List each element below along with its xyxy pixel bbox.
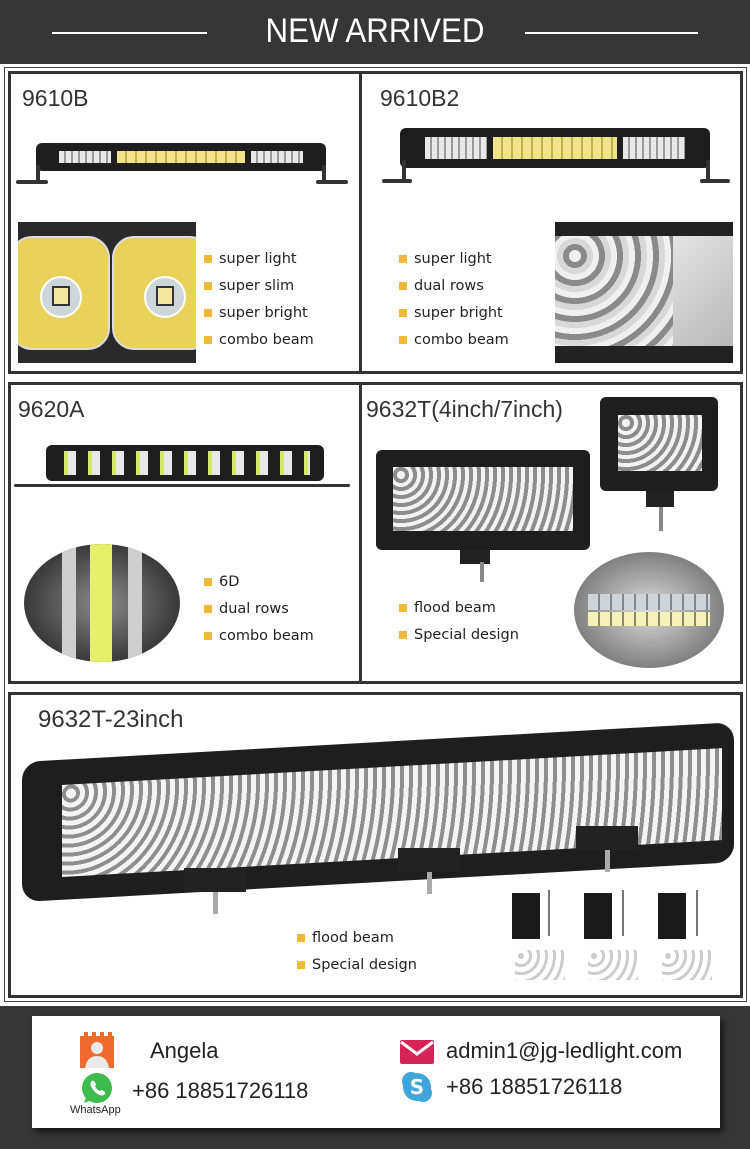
email-icon[interactable] <box>400 1040 434 1064</box>
bullet-icon <box>204 335 212 344</box>
catalog-frame <box>4 67 747 1002</box>
feature-item: dual rows <box>204 595 314 622</box>
feature-list-9610b: super light super slim super bright comb… <box>204 245 314 353</box>
product-closeup-9632t <box>574 552 724 668</box>
bullet-icon <box>399 603 407 612</box>
feature-list-9632t-4-7inch: flood beam Special design <box>399 594 519 648</box>
whatsapp-icon[interactable] <box>80 1072 114 1106</box>
bullet-icon <box>204 308 212 317</box>
bullet-icon <box>204 577 212 586</box>
feature-item: 6D <box>204 568 314 595</box>
person-icon <box>80 1032 114 1068</box>
row-divider <box>359 71 362 374</box>
whatsapp-phone[interactable]: +86 18851726118 <box>132 1078 309 1103</box>
header-banner: NEW ARRIVED <box>0 0 750 64</box>
feature-item: flood beam <box>399 594 519 621</box>
bullet-icon <box>297 933 305 942</box>
bullet-icon <box>399 630 407 639</box>
feature-item: Special design <box>399 621 519 648</box>
feature-item: Special design <box>297 951 417 978</box>
product-closeup-9610b <box>18 222 196 363</box>
bullet-icon <box>297 960 305 969</box>
feature-item: super bright <box>204 299 314 326</box>
feature-item: super bright <box>399 299 509 326</box>
bullet-icon <box>399 308 407 317</box>
row-divider <box>359 382 362 684</box>
skype-phone[interactable]: +86 18851726118 <box>446 1074 623 1099</box>
feature-item: combo beam <box>399 326 509 353</box>
header-rule-right <box>525 32 698 34</box>
skype-icon[interactable]: S <box>400 1070 434 1104</box>
feature-list-9620a: 6D dual rows combo beam <box>204 568 314 649</box>
feature-item: super light <box>399 245 509 272</box>
model-title-9620a: 9620A <box>18 396 85 422</box>
bullet-icon <box>399 335 407 344</box>
whatsapp-label: WhatsApp <box>70 1104 121 1116</box>
model-title-9632t-4-7inch: 9632T(4inch/7inch) <box>366 396 563 422</box>
feature-item: combo beam <box>204 622 314 649</box>
svg-text:S: S <box>410 1075 424 1099</box>
page-title: NEW ARRIVED <box>265 12 485 50</box>
feature-item: combo beam <box>204 326 314 353</box>
product-closeup-9620a <box>24 544 180 662</box>
model-title-9610b2: 9610B2 <box>380 85 460 111</box>
feature-item: super slim <box>204 272 314 299</box>
model-title-9632t-23inch: 9632T-23inch <box>38 706 184 733</box>
bullet-icon <box>204 254 212 263</box>
feature-item: flood beam <box>297 924 417 951</box>
feature-list-9632t-23inch: flood beam Special design <box>297 924 417 978</box>
contact-card <box>32 1016 720 1128</box>
header-rule-left <box>52 32 207 34</box>
bullet-icon <box>399 281 407 290</box>
bullet-icon <box>204 604 212 613</box>
bullet-icon <box>204 281 212 290</box>
feature-item: dual rows <box>399 272 509 299</box>
feature-list-9610b2: super light dual rows super bright combo… <box>399 245 509 353</box>
bullet-icon <box>399 254 407 263</box>
contact-name: Angela <box>150 1038 219 1063</box>
product-closeup-9610b2 <box>555 222 733 363</box>
bullet-icon <box>204 631 212 640</box>
contact-email[interactable]: admin1@jg-ledlight.com <box>446 1038 683 1063</box>
model-title-9610b: 9610B <box>22 85 89 111</box>
feature-item: super light <box>204 245 314 272</box>
